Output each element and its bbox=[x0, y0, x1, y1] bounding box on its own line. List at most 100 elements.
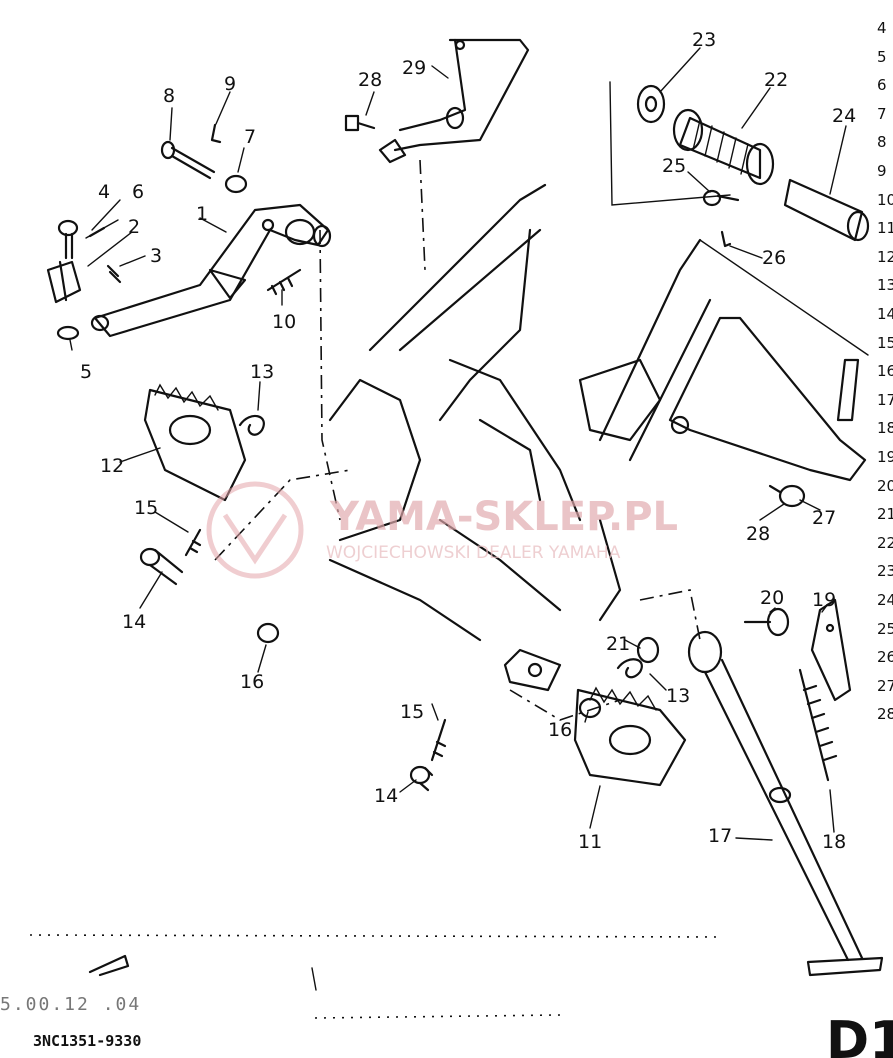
cotter-9 bbox=[210, 123, 222, 144]
callout-16-right: 16 bbox=[548, 719, 572, 741]
footrest-12 bbox=[143, 383, 247, 502]
washer-16-left bbox=[256, 622, 280, 644]
right-index-5: 5 bbox=[877, 48, 887, 66]
spring-10 bbox=[266, 268, 302, 296]
shaft-24 bbox=[783, 178, 870, 242]
spring-15-left bbox=[184, 528, 202, 557]
callout-11: 11 bbox=[578, 831, 602, 853]
pin-25 bbox=[702, 189, 740, 207]
callout-25: 25 bbox=[662, 155, 686, 177]
right-index-27: 27 bbox=[877, 677, 893, 695]
callout-23: 23 bbox=[692, 29, 716, 51]
brake-pedal-1 bbox=[90, 203, 332, 338]
callout-12: 12 bbox=[100, 455, 124, 477]
callout-7: 7 bbox=[244, 126, 256, 148]
callout-15-right: 15 bbox=[400, 701, 424, 723]
callout-17: 17 bbox=[708, 825, 732, 847]
faded-code: 5.00.12 .04 bbox=[0, 994, 141, 1015]
right-index-13: 13 bbox=[877, 276, 893, 294]
right-index-4: 4 bbox=[877, 19, 887, 37]
watermark-title: YAMA-SKLEP.PL bbox=[329, 494, 678, 540]
callout-29: 29 bbox=[402, 57, 426, 79]
watermark-subtitle: WOJCIECHOWSKI DEALER YAMAHA bbox=[326, 543, 621, 563]
right-index-20: 20 bbox=[877, 477, 893, 495]
callout-20: 20 bbox=[760, 587, 784, 609]
bolt-28-top bbox=[344, 114, 376, 132]
footrest-bracket bbox=[503, 648, 562, 692]
right-index-23: 23 bbox=[877, 562, 893, 580]
right-index-8: 8 bbox=[877, 133, 887, 151]
callout-13-left: 13 bbox=[250, 361, 274, 383]
callout-1: 1 bbox=[196, 203, 208, 225]
callout-14-left: 14 bbox=[122, 611, 146, 633]
callout-numbers: 1 2 3 4 5 6 7 8 9 10 11 12 13 13 14 14 1… bbox=[80, 29, 856, 853]
bracket-29 bbox=[378, 38, 530, 164]
callout-9: 9 bbox=[224, 73, 236, 95]
callout-15-left: 15 bbox=[134, 497, 158, 519]
page-mark: D1 bbox=[826, 1011, 893, 1058]
pin-4 bbox=[57, 219, 79, 260]
right-index-22: 22 bbox=[877, 534, 893, 552]
callout-8: 8 bbox=[163, 85, 175, 107]
right-index-19: 19 bbox=[877, 448, 893, 466]
callout-26: 26 bbox=[762, 247, 786, 269]
callout-21: 21 bbox=[606, 633, 630, 655]
footrest-arm-27 bbox=[668, 316, 867, 482]
spring-13-left bbox=[238, 414, 265, 436]
watermark: YAMA-SKLEP.PL WOJCIECHOWSKI DEALER YAMAH… bbox=[206, 481, 678, 579]
right-index-28: 28 bbox=[877, 705, 893, 723]
sidestand-17 bbox=[687, 630, 884, 977]
footrest-rubber-22 bbox=[672, 108, 775, 186]
callout-27: 27 bbox=[812, 507, 836, 529]
callout-5: 5 bbox=[80, 361, 92, 383]
bolt-8 bbox=[160, 140, 216, 180]
callout-16-left: 16 bbox=[240, 671, 264, 693]
leader-lines bbox=[69, 47, 847, 841]
right-index-15: 15 bbox=[877, 334, 893, 352]
pin-14-left bbox=[139, 547, 184, 586]
callout-28-top: 28 bbox=[358, 69, 382, 91]
catalog-code: 3NC1351-9330 bbox=[33, 1032, 141, 1050]
spring-15-right bbox=[430, 718, 447, 762]
footer: 5.00.12 .04 3NC1351-9330 D1 bbox=[0, 954, 893, 1058]
washer-5 bbox=[56, 325, 80, 341]
right-index-11: 11 bbox=[877, 219, 893, 237]
right-index-10: 10 bbox=[877, 191, 893, 209]
right-index-9: 9 bbox=[877, 162, 887, 180]
callout-24: 24 bbox=[832, 105, 856, 127]
right-index-column: 4567891011121314151617181920212223242526… bbox=[877, 19, 893, 723]
bolt-28-right bbox=[768, 484, 806, 508]
callout-19: 19 bbox=[812, 589, 836, 611]
callout-4: 4 bbox=[98, 181, 110, 203]
right-index-25: 25 bbox=[877, 620, 893, 638]
callout-2: 2 bbox=[128, 216, 140, 238]
callout-22: 22 bbox=[764, 69, 788, 91]
nut-21 bbox=[636, 636, 660, 664]
spring-18 bbox=[798, 668, 838, 782]
spring-3 bbox=[106, 264, 122, 284]
right-index-18: 18 bbox=[877, 419, 893, 437]
right-index-7: 7 bbox=[877, 105, 887, 123]
callout-18: 18 bbox=[822, 831, 846, 853]
right-index-14: 14 bbox=[877, 305, 893, 323]
spring-13-right bbox=[616, 658, 643, 679]
callout-28-right: 28 bbox=[746, 523, 770, 545]
clevis-2 bbox=[46, 260, 82, 304]
washer-16-right bbox=[578, 697, 602, 719]
right-index-16: 16 bbox=[877, 362, 893, 380]
cotter-pin-26 bbox=[720, 230, 732, 248]
frame-outline bbox=[29, 81, 869, 938]
callout-14-right: 14 bbox=[374, 785, 398, 807]
right-index-6: 6 bbox=[877, 76, 887, 94]
right-index-26: 26 bbox=[877, 648, 893, 666]
footrest-11 bbox=[573, 686, 687, 787]
bolt-20 bbox=[743, 607, 790, 637]
right-index-17: 17 bbox=[877, 391, 893, 409]
right-index-24: 24 bbox=[877, 591, 893, 609]
callout-10: 10 bbox=[272, 311, 296, 333]
pin-14-right bbox=[409, 765, 434, 792]
right-index-21: 21 bbox=[877, 505, 893, 523]
washer-7 bbox=[224, 174, 248, 194]
callout-13-right: 13 bbox=[666, 685, 690, 707]
